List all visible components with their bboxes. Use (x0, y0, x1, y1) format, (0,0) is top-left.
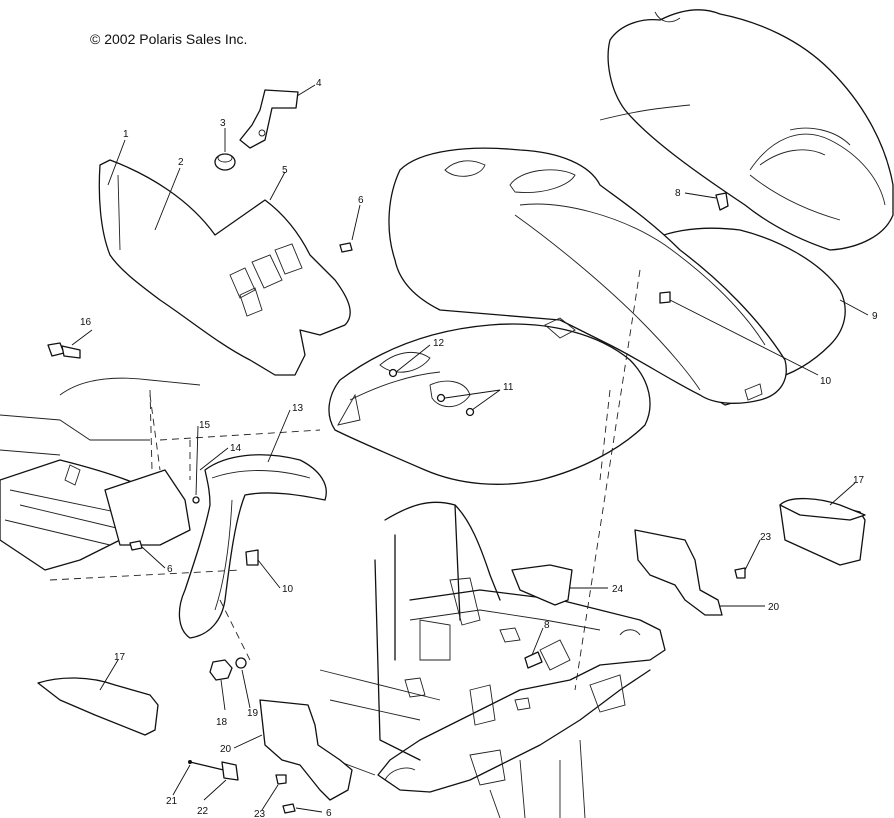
callout-3: 3 (220, 118, 226, 129)
splash-panel-left (259, 699, 353, 801)
callout-17-right: 17 (853, 475, 865, 486)
callout-23-left: 23 (254, 809, 266, 818)
washer-19 (235, 657, 247, 669)
rivet-11b (465, 407, 475, 417)
callout-15: 15 (199, 420, 211, 431)
callout-18: 18 (216, 717, 228, 728)
copyright-text: © 2002 Polaris Sales Inc. (90, 31, 247, 47)
splash-panel-right (634, 529, 723, 616)
fender-flare (178, 454, 327, 639)
callout-10-right: 10 (820, 376, 832, 387)
callout-2: 2 (178, 157, 184, 168)
screw-6-top (339, 242, 353, 253)
leader-lines (71, 84, 869, 813)
nut-10-center (659, 291, 671, 304)
washer-15 (192, 496, 200, 504)
callout-13: 13 (292, 403, 304, 414)
seat (599, 9, 894, 251)
screw-6-left (129, 540, 143, 551)
nut-18 (209, 659, 233, 681)
nut-10-left (245, 549, 259, 566)
callout-5: 5 (282, 165, 288, 176)
mudflap-left-lower (37, 677, 159, 736)
front-body-panel (388, 147, 787, 404)
callout-8-top: 8 (675, 188, 681, 199)
callout-12: 12 (433, 338, 445, 349)
callout-22: 22 (197, 806, 209, 817)
front-fender (328, 317, 651, 485)
callout-20-left: 20 (220, 744, 232, 755)
rivet-11a (436, 393, 446, 403)
callout-19: 19 (247, 708, 259, 719)
callout-20-right: 20 (768, 602, 780, 613)
screw-23-right (734, 567, 746, 579)
bracket-4 (239, 89, 299, 149)
callout-16: 16 (80, 317, 92, 328)
rivet-12 (388, 368, 398, 378)
spacer-22 (221, 761, 239, 781)
footwell-panel (98, 159, 351, 376)
callout-10-left: 10 (282, 584, 294, 595)
callout-11: 11 (503, 382, 514, 393)
callout-6-top: 6 (358, 195, 364, 206)
bolt-16 (47, 342, 81, 359)
callout-4: 4 (316, 78, 322, 89)
callouts: 1 2 3 4 5 6 8 9 10 11 12 13 14 15 16 17 … (80, 78, 878, 818)
callout-1: 1 (123, 129, 129, 140)
callout-21: 21 (166, 796, 178, 807)
screw-6-bottom (282, 803, 296, 814)
mudflap-right (779, 497, 866, 566)
callout-14: 14 (230, 443, 242, 454)
frame (319, 501, 666, 818)
callout-17-left: 17 (114, 652, 126, 663)
callout-9: 9 (872, 311, 878, 322)
bracket-plate (511, 564, 573, 606)
screw-23-left (275, 774, 287, 785)
clip-8-top (715, 192, 729, 211)
callout-8-frame: 8 (544, 620, 550, 631)
callout-24: 24 (612, 584, 624, 595)
clip-8-frame (524, 651, 543, 669)
mudflap-left (104, 469, 191, 546)
callout-6-bottom: 6 (326, 808, 332, 818)
grommet-3 (214, 153, 236, 171)
callout-23-right: 23 (760, 532, 772, 543)
callout-6-left: 6 (167, 564, 173, 575)
